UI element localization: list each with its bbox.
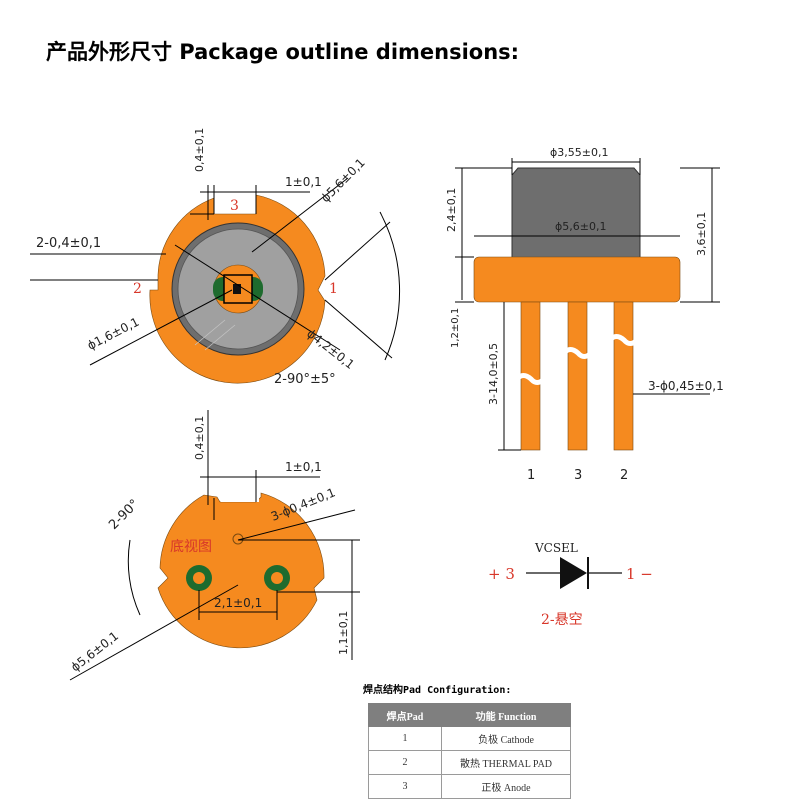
top-pin-label-1: 1 <box>329 281 338 297</box>
bottom-pad-offset-dim: 1,1±0,1 <box>337 611 350 655</box>
table-row: 2 散热 THERMAL PAD <box>368 750 571 775</box>
bottom-notch-depth-dim: 0,4±0,1 <box>193 416 206 460</box>
side-flange-dia-dim: ϕ5,6±0,1 <box>555 220 606 233</box>
pad-configuration-table: 焊点Pad 功能 Function 1 负极 Cathode 2 散热 THER… <box>368 703 571 799</box>
top-angle-dim: 2-90°±5° <box>274 372 336 387</box>
bottom-outer-dia-dim: ϕ5,6±0,1 <box>68 629 121 675</box>
side-cap-dia-dim: ϕ3,55±0,1 <box>550 146 608 159</box>
top-cap-dia-dim: ϕ4,2±0,1 <box>304 326 357 372</box>
function-cell: 正极 Anode <box>441 774 571 799</box>
page-title: 产品外形尺寸 Package outline dimensions: <box>46 40 520 64</box>
bottom-angle-dim: 2-90° <box>106 497 142 533</box>
side-total-height-dim: 3,6±0,1 <box>695 212 708 256</box>
top-chip-dia-dim: ϕ1,6±0,1 <box>85 315 141 353</box>
top-notch-depth-dim: 0,4±0,1 <box>193 128 206 172</box>
schematic-anode-label: + 3 <box>488 565 515 583</box>
side-lead-dia-dim: 3-ϕ0,45±0,1 <box>648 379 724 393</box>
side-lead-length-dim: 3-14,0±0,5 <box>487 343 500 405</box>
side-view-cap <box>511 167 641 259</box>
side-view: ϕ3,55±0,1 2,4±0,1 ϕ5,6±0,1 3,6±0,1 1,2±0… <box>445 146 724 483</box>
schematic-floating-label: 2-悬空 <box>541 612 583 628</box>
bottom-notch-width-dim: 1±0,1 <box>285 460 322 474</box>
pad-cell: 2 <box>368 750 442 775</box>
top-outer-dia-dim: ϕ5,6±0,1 <box>318 156 368 206</box>
pad-table-caption: 焊点结构Pad Configuration: <box>363 685 512 696</box>
schematic-device-label: VCSEL <box>534 541 578 555</box>
function-cell: 负极 Cathode <box>441 726 571 751</box>
side-lead-label-1: 1 <box>527 468 535 483</box>
side-lead-label-3: 3 <box>574 468 582 483</box>
header-function: 功能 Function <box>441 703 571 727</box>
top-view: 0,4±0,1 1±0,1 ϕ5,6±0,1 2-0,4±0,1 ϕ1,6±0,… <box>30 128 401 387</box>
side-flange-thickness-dim: 1,2±0,1 <box>450 308 461 348</box>
bottom-view: 0,4±0,1 1±0,1 2-90° 3-ϕ0,4±0,1 2,1±0,1 1… <box>68 410 360 681</box>
bottom-view-label: 底视图 <box>170 539 212 555</box>
pad-cell: 1 <box>368 726 442 751</box>
side-lead-label-2: 2 <box>620 468 628 483</box>
top-pin-label-2: 2 <box>133 281 142 297</box>
table-row: 1 负极 Cathode <box>368 726 571 751</box>
schematic-cathode-label: 1 − <box>626 565 653 583</box>
diode-symbol <box>560 557 587 589</box>
vcsel-schematic: VCSEL + 3 1 − 2-悬空 <box>488 541 653 628</box>
table-header-row: 焊点Pad 功能 Function <box>368 703 571 727</box>
side-view-lead-3 <box>567 301 588 451</box>
pad-cell: 3 <box>368 774 442 799</box>
bottom-view-body <box>157 492 325 649</box>
top-notch-width-dim: 1±0,1 <box>285 175 322 189</box>
bottom-pad-spacing-dim: 2,1±0,1 <box>214 596 262 610</box>
function-cell: 散热 THERMAL PAD <box>441 750 571 775</box>
side-view-flange <box>473 256 681 303</box>
side-view-lead-2 <box>613 301 634 451</box>
header-pad: 焊点Pad <box>368 703 442 727</box>
top-side-notch-dim: 2-0,4±0,1 <box>36 236 101 251</box>
side-cap-height-dim: 2,4±0,1 <box>445 188 458 232</box>
top-pin-label-3: 3 <box>230 198 239 214</box>
table-row: 3 正极 Anode <box>368 774 571 799</box>
